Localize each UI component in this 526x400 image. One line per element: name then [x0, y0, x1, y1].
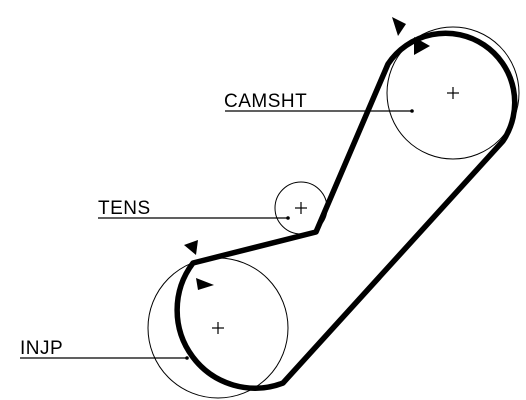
injection-pump-leader-dot: [185, 356, 189, 360]
tensioner-leader-dot: [286, 216, 290, 220]
camshaft-leader-dot: [410, 109, 414, 113]
injection-pump-label: INJP: [20, 338, 63, 359]
timing-belt: [174, 30, 518, 391]
timing-mark-camshaft: [392, 17, 430, 55]
timing-arrow-injection-pump-outer: [184, 240, 198, 255]
camshaft-pulley: [386, 26, 520, 160]
camshaft-pulley-circle: [386, 26, 520, 160]
timing-arrow-camshaft-outer: [392, 17, 406, 36]
camshaft-label: CAMSHT: [224, 91, 307, 112]
timing-mark-injection-pump: [184, 240, 214, 290]
timing-arrow-injection-pump-inner: [196, 278, 214, 290]
timing-arrow-camshaft-inner: [414, 37, 430, 55]
tensioner-label: TENS: [98, 198, 151, 219]
